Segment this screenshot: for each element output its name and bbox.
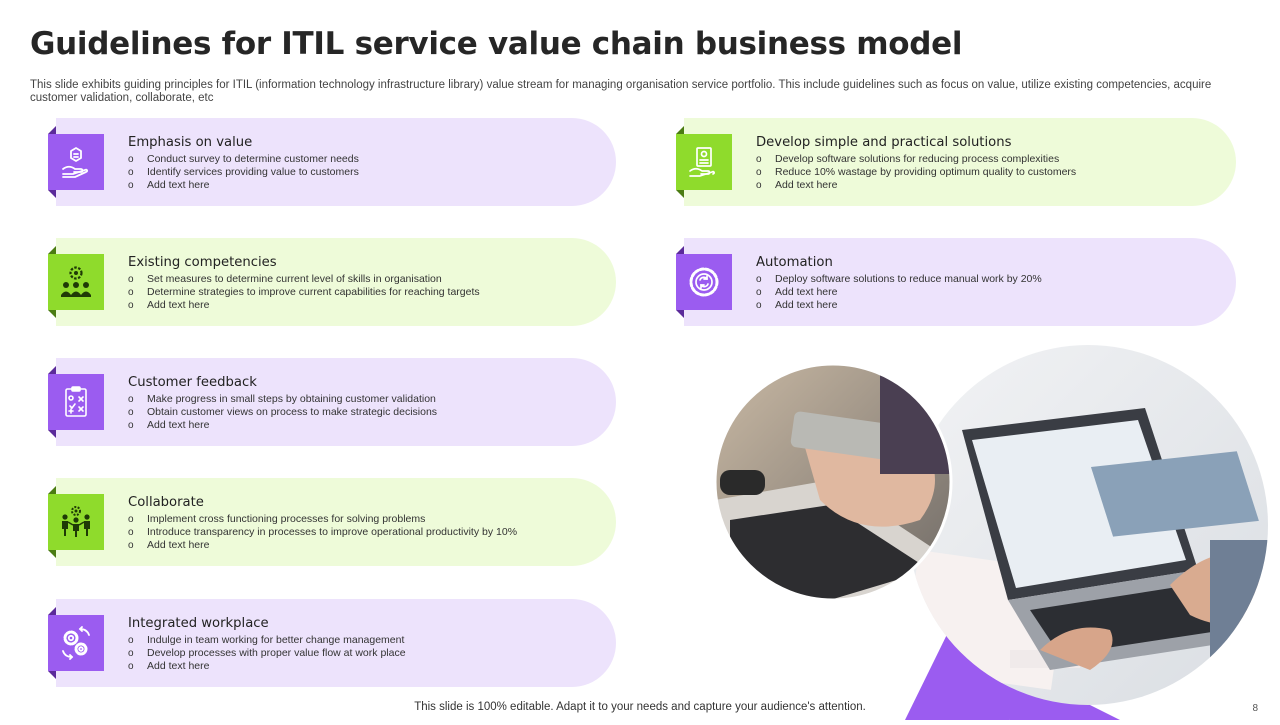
bullet-item: Introduce transparency in processes to i… xyxy=(128,526,517,539)
card-icon-tab xyxy=(48,238,105,326)
phone-photo xyxy=(715,364,951,600)
bullet-item: Add text here xyxy=(128,660,406,673)
bullet-item: Add text here xyxy=(756,286,1042,299)
bullet-item: Conduct survey to determine customer nee… xyxy=(128,153,359,166)
card-icon-tab xyxy=(48,118,105,206)
card-bullet-list: Conduct survey to determine customer nee… xyxy=(128,153,359,192)
bullet-item: Indulge in team working for better chang… xyxy=(128,634,406,647)
page-number: 8 xyxy=(1252,703,1258,714)
card-icon-tab xyxy=(48,599,105,687)
card-collaborate: Collaborate Implement cross functioning … xyxy=(48,478,616,566)
card-icon-tab xyxy=(676,118,733,206)
card-title: Existing competencies xyxy=(128,255,277,270)
team-gear-icon xyxy=(48,254,104,310)
bullet-item: Set measures to determine current level … xyxy=(128,273,480,286)
card-bullet-list: Develop software solutions for reducing … xyxy=(756,153,1076,192)
bullet-item: Make progress in small steps by obtainin… xyxy=(128,393,437,406)
bullet-item: Add text here xyxy=(756,299,1042,312)
bullet-item: Implement cross functioning processes fo… xyxy=(128,513,517,526)
bullet-item: Reduce 10% wastage by providing optimum … xyxy=(756,166,1076,179)
card-bullet-list: Make progress in small steps by obtainin… xyxy=(128,393,437,432)
card-customer-feedback: Customer feedback Make progress in small… xyxy=(48,358,616,446)
card-bullet-list: Deploy software solutions to reduce manu… xyxy=(756,273,1042,312)
card-develop-simple-solutions: Develop simple and practical solutions D… xyxy=(676,118,1236,206)
laptop-photo xyxy=(908,345,1268,705)
bullet-item: Deploy software solutions to reduce manu… xyxy=(756,273,1042,286)
bullet-item: Add text here xyxy=(128,179,359,192)
bullet-item: Develop processes with proper value flow… xyxy=(128,647,406,660)
bullet-item: Identify services providing value to cus… xyxy=(128,166,359,179)
slide-footer: This slide is 100% editable. Adapt it to… xyxy=(414,701,866,713)
workflow-gears-icon xyxy=(48,615,104,671)
card-icon-tab xyxy=(48,478,105,566)
card-icon-tab xyxy=(48,358,105,446)
card-bullet-list: Indulge in team working for better chang… xyxy=(128,634,406,673)
card-title: Customer feedback xyxy=(128,375,257,390)
slide-title: Guidelines for ITIL service value chain … xyxy=(30,26,963,62)
card-title: Emphasis on value xyxy=(128,135,253,150)
document-hand-icon xyxy=(676,134,732,190)
card-title: Integrated workplace xyxy=(128,616,269,631)
card-bullet-list: Implement cross functioning processes fo… xyxy=(128,513,517,552)
card-automation: Automation Deploy software solutions to … xyxy=(676,238,1236,326)
automation-gear-icon xyxy=(676,254,732,310)
card-title: Develop simple and practical solutions xyxy=(756,135,1012,150)
hand-value-icon xyxy=(48,134,104,190)
bullet-item: Add text here xyxy=(756,179,1076,192)
card-title: Collaborate xyxy=(128,495,204,510)
bullet-item: Obtain customer views on process to make… xyxy=(128,406,437,419)
checklist-icon xyxy=(48,374,104,430)
bullet-item: Determine strategies to improve current … xyxy=(128,286,480,299)
bullet-item: Add text here xyxy=(128,539,517,552)
collaboration-icon xyxy=(48,494,104,550)
bullet-item: Add text here xyxy=(128,419,437,432)
slide-subtitle: This slide exhibits guiding principles f… xyxy=(30,79,1212,104)
card-existing-competencies: Existing competencies Set measures to de… xyxy=(48,238,616,326)
bullet-item: Add text here xyxy=(128,299,480,312)
card-integrated-workplace: Integrated workplace Indulge in team wor… xyxy=(48,599,616,687)
bullet-item: Develop software solutions for reducing … xyxy=(756,153,1076,166)
card-icon-tab xyxy=(676,238,733,326)
card-emphasis-on-value: Emphasis on value Conduct survey to dete… xyxy=(48,118,616,206)
card-title: Automation xyxy=(756,255,833,270)
card-bullet-list: Set measures to determine current level … xyxy=(128,273,480,312)
